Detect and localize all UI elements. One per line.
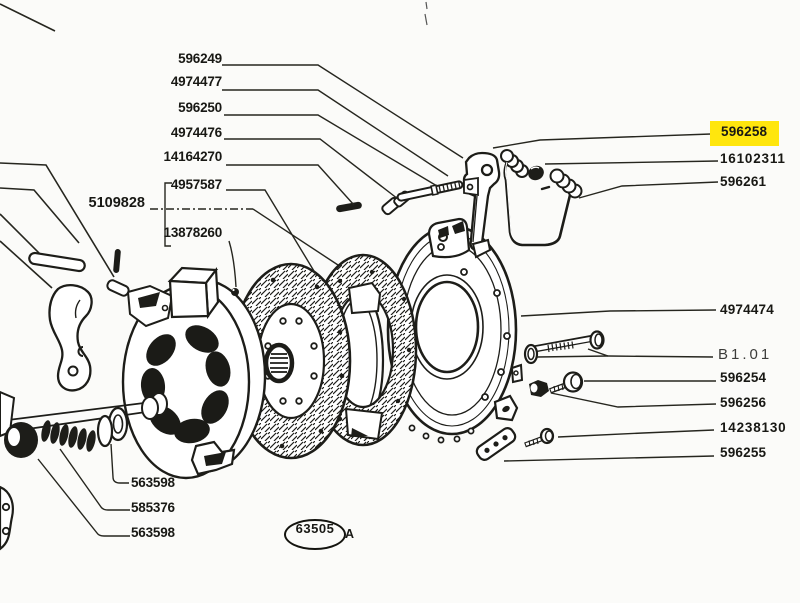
sheet-reference-label[interactable]: B1.01 bbox=[718, 346, 773, 363]
figure-number-stamp[interactable]: 63505 bbox=[284, 519, 346, 550]
detent-ball-glint bbox=[232, 288, 235, 292]
figure-suffix: A bbox=[345, 527, 355, 541]
hub-spring-assembly bbox=[4, 406, 129, 458]
detent-ball bbox=[231, 288, 239, 296]
label-leader-lines bbox=[37, 64, 719, 537]
part-label-596250[interactable]: 596250 bbox=[178, 100, 222, 115]
part-label-4957587[interactable]: 4957587 bbox=[170, 177, 222, 192]
part-label-596249[interactable]: 596249 bbox=[178, 51, 222, 66]
highlighted-part-label-596258[interactable]: 596258 bbox=[710, 121, 779, 146]
top-edge-marks bbox=[424, 1, 428, 26]
part-label-596261[interactable]: 596261 bbox=[720, 174, 767, 189]
part-label-13878260[interactable]: 13878260 bbox=[163, 225, 223, 240]
part-label-14238130[interactable]: 14238130 bbox=[720, 420, 787, 435]
small-pins-and-lever bbox=[28, 249, 130, 392]
cutoff-leader-lines bbox=[0, 3, 115, 289]
part-label-596258: 596258 bbox=[721, 124, 768, 139]
part-label-14164270[interactable]: 14164270 bbox=[163, 149, 223, 164]
clutch-cover-housing bbox=[386, 217, 524, 444]
mounting-bolts bbox=[523, 330, 605, 448]
part-label-596256[interactable]: 596256 bbox=[720, 395, 767, 410]
part-label-563598-washer[interactable]: 563598 bbox=[131, 475, 175, 490]
part-label-4974477[interactable]: 4974477 bbox=[170, 74, 222, 89]
part-label-585376[interactable]: 585376 bbox=[131, 500, 175, 515]
release-fork-lever bbox=[462, 151, 501, 259]
adjuster-pins-and-rod bbox=[336, 180, 464, 216]
bracket-plate bbox=[475, 427, 517, 461]
part-label-16102311[interactable]: 16102311 bbox=[720, 151, 786, 166]
part-label-596255[interactable]: 596255 bbox=[720, 445, 767, 460]
part-label-5109828[interactable]: 5109828 bbox=[88, 195, 145, 211]
lever-springs-and-clip bbox=[500, 149, 583, 247]
cutoff-lever-fragment bbox=[0, 485, 14, 551]
part-label-563598-bushing[interactable]: 563598 bbox=[131, 525, 175, 540]
pressure-plate-hub bbox=[0, 266, 267, 480]
pressure-plate-lugs bbox=[344, 281, 384, 441]
part-label-4974474[interactable]: 4974474 bbox=[720, 302, 774, 317]
part-label-596254[interactable]: 596254 bbox=[720, 370, 767, 385]
part-label-4974476[interactable]: 4974476 bbox=[170, 125, 222, 140]
